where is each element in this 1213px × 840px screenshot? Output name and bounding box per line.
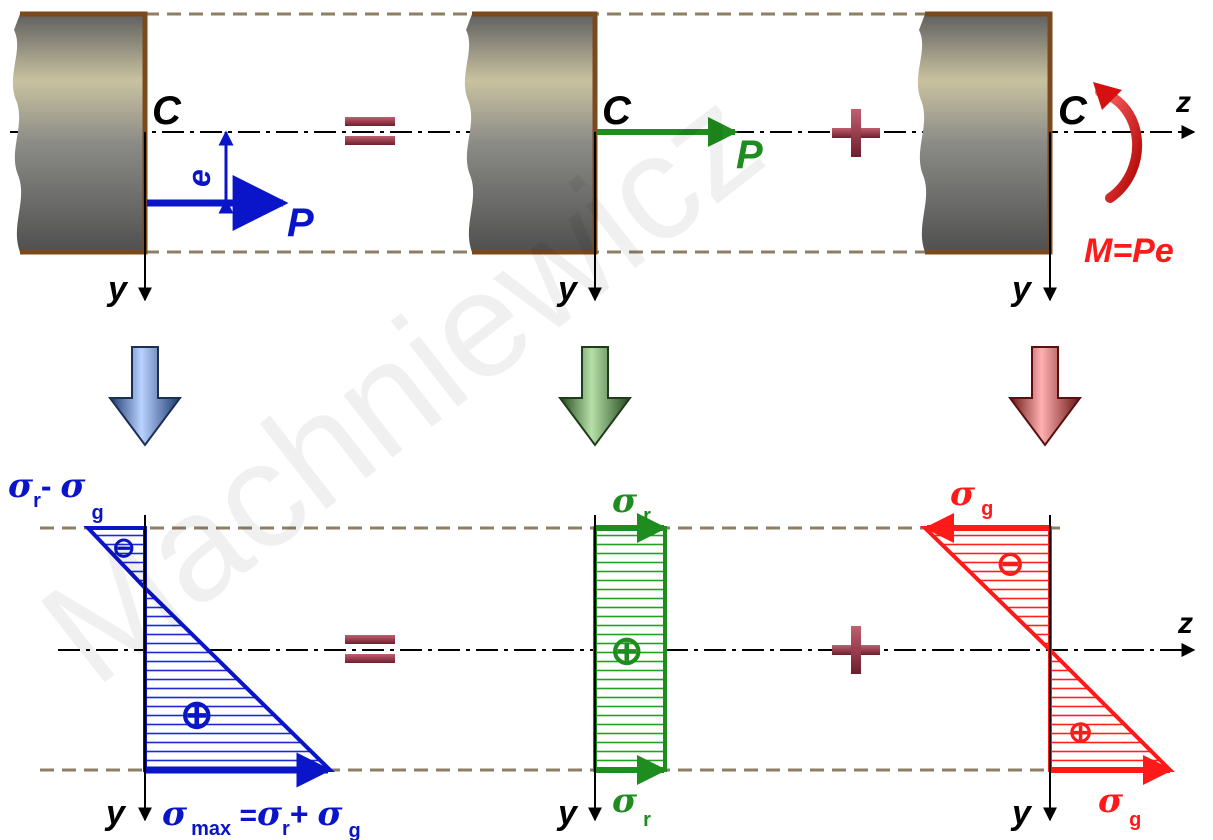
y-axis-label-top-2: y (556, 270, 579, 308)
y-axis-label-bottom-2: y (556, 794, 579, 832)
eccentricity-label: e (181, 169, 217, 187)
y-axis-label-top-3: y (1010, 270, 1033, 308)
sign-positive-2: ⊕ (610, 629, 644, 673)
y-axis-label-bottom-3: y (1010, 794, 1033, 832)
sign-negative-3: ⊖ (996, 545, 1025, 583)
bottom-guide-lines (40, 526, 1060, 772)
equals-sign-top (345, 117, 395, 145)
plus-sign-bottom (832, 626, 880, 674)
sign-negative-1: ⊖ (112, 532, 135, 563)
transition-arrow-blue (108, 346, 182, 447)
sign-positive-3: ⊕ (1068, 716, 1093, 749)
bar-segment-1 (12, 11, 148, 255)
moment-label: M=Pe (1084, 232, 1174, 270)
force-p-label-1: P (287, 201, 314, 245)
transition-arrow-red (1008, 346, 1082, 447)
centroid-label-1: C (152, 89, 182, 133)
z-axis-label-bottom: z (1177, 607, 1193, 640)
centroid-label-3: C (1058, 89, 1088, 133)
sigma-r-minus-sigma-g-label: σr- σg (8, 466, 104, 524)
equals-sign-bottom (345, 635, 395, 663)
centroid-label-2: C (602, 89, 632, 133)
force-p-label-2: P (736, 133, 763, 177)
plus-sign-top (832, 109, 880, 157)
transition-arrow-green (558, 346, 632, 447)
top-y-axes (138, 132, 1057, 302)
bending-moment-arrow (1093, 82, 1143, 203)
normal-stress-diagram (593, 513, 667, 785)
bending-stress-diagram (920, 513, 1175, 785)
bar-segment-3 (917, 11, 1053, 255)
z-axis-label-top: z (1175, 86, 1191, 119)
bottom-y-axes (138, 515, 1057, 822)
sign-positive-1: ⊕ (180, 693, 214, 737)
y-axis-label-bottom-1: y (104, 794, 127, 832)
y-axis-label-top-1: y (106, 270, 129, 308)
